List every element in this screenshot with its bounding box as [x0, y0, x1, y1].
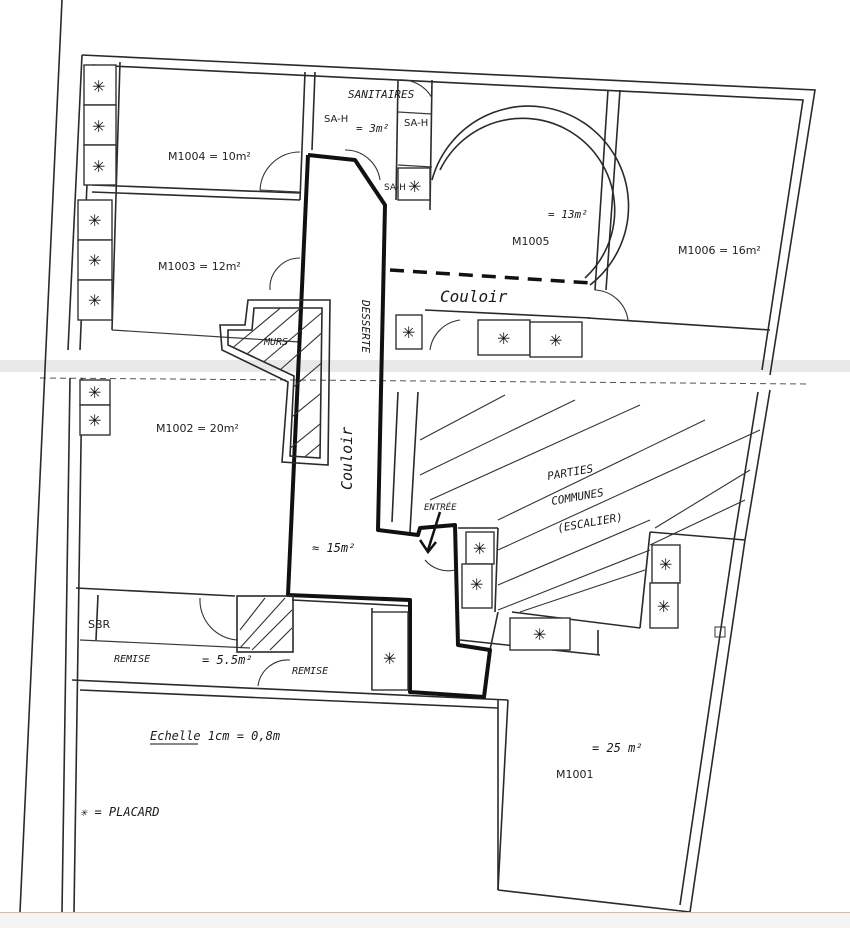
- label-entree: ENTRÉE: [424, 501, 457, 513]
- label-parties-line3: (ESCALIER): [556, 511, 623, 535]
- label-murs: MURS: [263, 337, 288, 348]
- corridor-outline: [286, 153, 492, 699]
- outer-walls: [61, 54, 816, 913]
- remise-hatched-block: [236, 595, 294, 653]
- scan-seam: [0, 360, 850, 372]
- room-label-sah-right: SA-H: [404, 118, 428, 129]
- scale-legend: Echelle 1cm = 0,8m: [150, 729, 280, 743]
- closet-icon: ✳: [88, 251, 101, 270]
- scan-seam-line: [39, 377, 811, 385]
- room-area-m1001: = 25 m²: [592, 741, 643, 755]
- closet-icon: ✳: [549, 331, 562, 350]
- closet-icon: ✳: [657, 597, 670, 616]
- label-couloir-vertical: Couloir: [338, 427, 356, 490]
- room-label-sah-small: SA-H: [384, 183, 406, 193]
- legend: Echelle 1cm = 0,8m ✳ = PLACARD: [80, 729, 280, 819]
- label-couloir-top: Couloir: [440, 287, 508, 306]
- interior-walls: [75, 61, 771, 690]
- stair-hatching: [419, 394, 761, 613]
- closet-icon: ✳: [383, 649, 396, 668]
- closet-icon: ✳: [659, 555, 672, 574]
- room-area-remise: = 5.5m²: [202, 653, 253, 667]
- room-label-m1004: M1004 = 10m²: [168, 150, 251, 163]
- room-label-sah-left: SA-H: [324, 114, 348, 125]
- room-label-sanitaires: SANITAIRES: [348, 88, 415, 101]
- viewer-bottom-bar: [0, 912, 850, 928]
- closet-icon: ✳: [497, 329, 510, 348]
- page-border-line: [19, 0, 63, 913]
- label-parties-line1: PARTIES: [546, 462, 594, 483]
- closet-icon: ✳: [408, 177, 421, 196]
- room-label-sbr: SBR: [88, 618, 111, 631]
- closet-legend: ✳ = PLACARD: [80, 805, 159, 819]
- entry-arrow-icon: [418, 511, 442, 555]
- closet-icon: ✳: [402, 323, 415, 342]
- rotunda-wall: [431, 105, 630, 286]
- closet-icon: ✳: [473, 539, 486, 558]
- closet-symbols: ✳ ✳ ✳ ✳ ✳ ✳ ✳ ✳ ✳ ✳ ✳ ✳ ✳ ✳ ✳ ✳ ✳ ✳: [88, 77, 672, 668]
- closet-icon: ✳: [88, 291, 101, 310]
- closet-icon: ✳: [92, 117, 105, 136]
- room-label-m1003: M1003 = 12m²: [158, 260, 241, 273]
- closet-icon: ✳: [92, 77, 105, 96]
- closet-icon: ✳: [88, 411, 101, 430]
- room-area-m1005: = 13m²: [548, 208, 588, 221]
- room-label-m1006: M1006 = 16m²: [678, 244, 761, 257]
- room-label-remise-right: REMISE: [292, 666, 328, 677]
- room-label-m1005: M1005: [512, 235, 550, 248]
- closets: [77, 64, 681, 691]
- closet-icon: ✳: [470, 575, 483, 594]
- room-area-corridor: ≈ 15m²: [312, 541, 355, 555]
- closet-icon: ✳: [533, 625, 546, 644]
- dashed-boundary: [389, 268, 593, 285]
- room-label-remise-left: REMISE: [114, 654, 150, 665]
- label-desserte: DESSERTE: [359, 299, 372, 353]
- closet-icon: ✳: [92, 157, 105, 176]
- room-label-m1001: M1001: [556, 768, 594, 781]
- room-area-sah: = 3m²: [356, 122, 389, 135]
- room-labels: M1004 = 10m² M1003 = 12m² M1002 = 20m² M…: [88, 88, 761, 781]
- door-swings: [199, 79, 629, 687]
- closet-icon: ✳: [88, 383, 101, 402]
- murs-hatched-block: [219, 299, 331, 466]
- room-label-m1002: M1002 = 20m²: [156, 422, 239, 435]
- closet-icon: ✳: [88, 211, 101, 230]
- small-square-mark: [714, 626, 726, 638]
